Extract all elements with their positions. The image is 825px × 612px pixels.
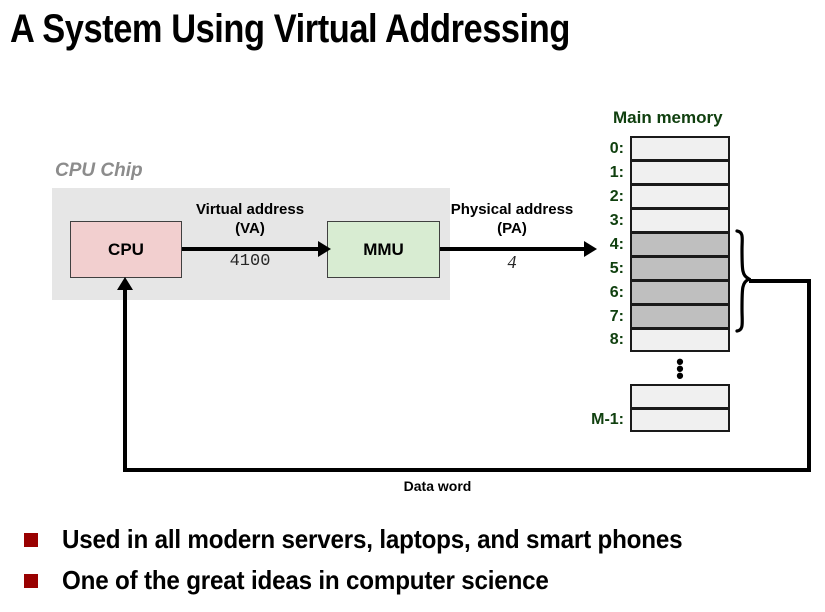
memory-row: 4: xyxy=(610,232,730,256)
memory-row: M-1: xyxy=(591,408,730,432)
virtual-address-label-line1: Virtual address xyxy=(195,201,305,218)
data-word-label: Data word xyxy=(403,478,472,494)
memory-row-label: 3: xyxy=(609,211,624,229)
memory-row-label: 0: xyxy=(609,139,624,157)
data-word-wire-left xyxy=(123,290,127,470)
memory-row: 7: xyxy=(610,304,730,328)
main-memory-grid: 0: 1: 2: 3: 4: 5: 6: 7: 8: xyxy=(610,136,730,352)
data-word-arrow-head-icon xyxy=(117,277,133,290)
page-title: A System Using Virtual Addressing xyxy=(10,7,570,51)
cpu-chip-label: CPU Chip xyxy=(55,160,143,181)
memory-row xyxy=(630,384,730,408)
bullet-text: One of the great ideas in computer scien… xyxy=(62,565,549,595)
memory-row: 1: xyxy=(610,160,730,184)
data-word-wire-top xyxy=(749,279,811,283)
virtual-address-label-line2: (VA) xyxy=(235,220,265,237)
data-word-wire-bottom xyxy=(123,468,811,472)
memory-row-label: 4: xyxy=(609,235,624,253)
list-item: Used in all modern servers, laptops, and… xyxy=(24,519,814,560)
virtual-addressing-diagram: CPU Chip CPU MMU Virtual address (VA) 41… xyxy=(52,108,811,494)
memory-row-label: 6: xyxy=(609,283,624,301)
physical-address-value: 4 xyxy=(507,252,517,272)
virtual-address-arrow-line xyxy=(182,247,318,251)
virtual-address-value: 4100 xyxy=(229,252,271,271)
physical-address-label-line2: (PA) xyxy=(497,220,527,237)
physical-address-label-line1: Physical address xyxy=(450,201,574,218)
memory-row: 5: xyxy=(610,256,730,280)
bullet-square-icon xyxy=(24,573,38,588)
virtual-address-arrow-head-icon xyxy=(318,241,331,257)
ellipsis-dot-icon: • xyxy=(676,356,684,381)
mmu-box: MMU xyxy=(327,221,440,278)
memory-row-label: 5: xyxy=(609,259,624,277)
list-item: One of the great ideas in computer scien… xyxy=(24,560,814,601)
ellipsis-dot-icon: • xyxy=(676,363,684,388)
memory-row-label: 8: xyxy=(609,331,624,348)
bullet-text: Used in all modern servers, laptops, and… xyxy=(62,524,683,554)
memory-row-label: 1: xyxy=(609,163,624,181)
physical-address-arrow-head-icon xyxy=(584,241,597,257)
main-memory-title: Main memory xyxy=(613,108,723,127)
memory-row: 2: xyxy=(610,184,730,208)
main-memory-grid-bottom: M-1: xyxy=(591,384,730,432)
bullet-square-icon xyxy=(24,532,38,547)
cpu-box: CPU xyxy=(70,221,182,278)
memory-row: 8: xyxy=(610,328,730,352)
physical-address-label: Physical address (PA) xyxy=(438,200,586,238)
memory-row-label: 7: xyxy=(609,307,624,325)
memory-row-label: M-1: xyxy=(591,411,624,428)
memory-ellipsis-icon: ••• xyxy=(673,349,687,388)
virtual-address-label: Virtual address (VA) xyxy=(182,200,318,238)
ellipsis-dot-icon: • xyxy=(676,349,684,374)
memory-row-label: 2: xyxy=(609,187,624,205)
memory-row: 3: xyxy=(610,208,730,232)
physical-address-arrow-line xyxy=(440,247,584,251)
memory-row: 0: xyxy=(610,136,730,160)
data-word-wire-right xyxy=(807,279,811,472)
memory-row: 6: xyxy=(610,280,730,304)
bullet-list: Used in all modern servers, laptops, and… xyxy=(24,519,814,601)
